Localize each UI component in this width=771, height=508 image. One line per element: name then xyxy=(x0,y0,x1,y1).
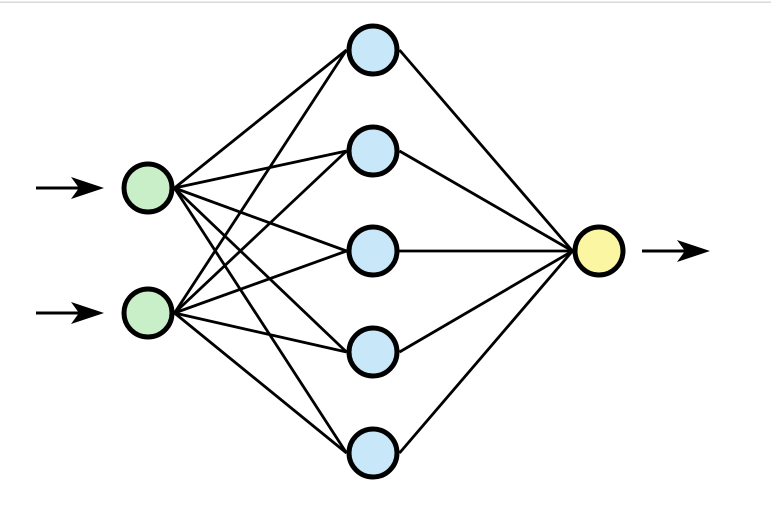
edge-in1-h2 xyxy=(174,149,347,190)
hidden-node-h5 xyxy=(346,426,400,480)
edge-in1-h1 xyxy=(173,48,348,190)
hidden-node-h4 xyxy=(346,325,400,379)
edge-in1-h4 xyxy=(173,186,348,354)
edge-in2-h3 xyxy=(174,249,347,315)
hidden-node-h2 xyxy=(346,124,400,178)
edge-in2-h5 xyxy=(173,311,348,455)
edge-in1-h3 xyxy=(174,186,347,253)
edge-h5-out xyxy=(398,250,574,454)
input-node-in2 xyxy=(121,286,175,340)
hidden-node-h1 xyxy=(346,23,400,77)
edge-h2-out xyxy=(398,149,574,253)
edge-h4-out xyxy=(398,249,574,354)
edge-in2-h2 xyxy=(173,149,348,315)
input-arrow-1-head xyxy=(71,177,104,199)
input-node-in1 xyxy=(121,161,175,215)
edge-in2-h1 xyxy=(173,49,348,314)
edge-h1-out xyxy=(398,49,574,252)
edge-in1-h5 xyxy=(173,187,348,454)
output-arrow-1-head xyxy=(677,240,710,262)
edge-in2-h4 xyxy=(174,311,347,354)
hidden-node-h3 xyxy=(346,224,400,278)
input-arrow-2-head xyxy=(71,302,104,324)
output-node-out xyxy=(572,224,626,278)
